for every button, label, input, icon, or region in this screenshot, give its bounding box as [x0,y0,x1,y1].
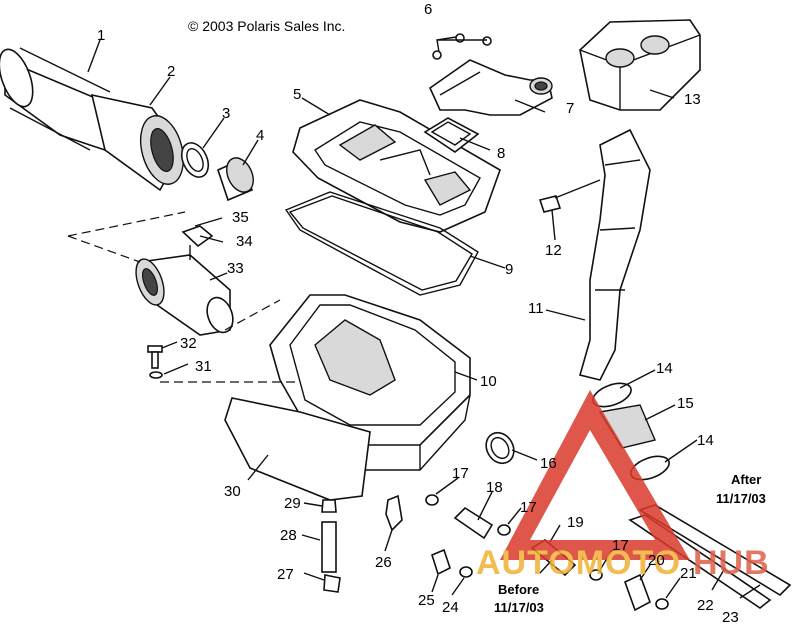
callout-5: 5 [293,86,301,103]
callout-labels: 1 2 3 4 5 6 7 8 9 10 11 12 13 14 14 15 1… [97,1,739,625]
drain-tube-assembly [321,499,341,593]
after-note-line2: 11/17/03 [716,491,766,506]
hose-20 [624,573,651,612]
clip-12 [538,195,562,213]
callout-35: 35 [232,209,249,226]
callout-7: 7 [566,100,574,117]
throttle-body-adapter [135,254,234,336]
bolt-32 [147,345,163,369]
pre-filter-sleeve [90,93,185,192]
callout-27: 27 [277,566,294,583]
small-clamp-24 [459,566,473,578]
hose-clamp-16 [485,431,515,465]
airbox-base [269,294,471,471]
callout-12: 12 [545,242,562,259]
callout-16: 16 [540,455,557,472]
small-clamp-17a [425,494,439,506]
callout-28: 28 [280,527,297,544]
callout-22: 22 [697,597,714,614]
small-clamp-21 [655,598,669,610]
airbox-lid [292,99,501,233]
group-line-throttle-lower [67,235,141,263]
callout-11: 11 [528,300,544,317]
callout-29: 29 [284,495,301,512]
small-clamp-17b [497,524,511,536]
plug-25 [431,548,451,576]
hose-18 [453,506,494,540]
callout-26: 26 [375,554,392,571]
intake-duct-11 [579,128,651,381]
callout-31: 31 [195,358,212,375]
callout-15: 15 [677,395,694,412]
watermark-text-b: HUB [693,544,770,582]
washer-31 [149,371,163,379]
callout-32: 32 [180,335,197,352]
watermark-triangle-icon [500,390,690,560]
intake-snorkel [428,59,553,116]
lid-screws-6 [432,33,492,60]
callout-24: 24 [442,599,459,616]
airbox-seal [284,191,479,296]
before-note-line2: 11/17/03 [494,600,544,615]
callout-30: 30 [224,483,241,500]
revision-notes: After 11/17/03 Before 11/17/03 [494,472,766,615]
callout-2: 2 [167,63,175,80]
callout-23: 23 [722,609,739,625]
callout-13: 13 [684,91,701,108]
group-line-adapter [224,299,281,331]
callout-33: 33 [227,260,244,277]
callout-17c: 17 [612,537,629,554]
leader-lines [87,39,761,599]
callout-21: 21 [680,565,697,582]
copyright-text: © 2003 Polaris Sales Inc. [188,18,345,34]
callout-10: 10 [480,373,497,390]
callout-4: 4 [256,127,264,144]
foam-pad [224,397,371,501]
callout-6: 6 [424,1,432,18]
callout-9: 9 [505,261,513,278]
snorkel-gasket [423,117,480,153]
watermark: AUTOMOTO HUB [476,390,770,582]
callout-18: 18 [486,479,503,496]
after-note-line1: After [731,472,761,487]
hose-clamp-3 [180,142,210,178]
intake-cover-13 [579,19,701,111]
sensor-34 [181,225,214,260]
watermark-text-a: AUTOMOTO [476,544,681,582]
callout-3: 3 [222,105,230,122]
callout-17a: 17 [452,465,469,482]
callout-20: 20 [648,552,665,569]
elbow-fitting-26 [385,494,403,532]
callout-34: 34 [236,233,253,250]
callout-1: 1 [97,27,105,44]
before-note-line1: Before [498,582,539,597]
small-clamp-17c [589,569,603,581]
callout-8: 8 [497,145,505,162]
callout-25: 25 [418,592,435,609]
callout-17b: 17 [520,499,537,516]
callout-19: 19 [567,514,584,531]
callout-14b: 14 [697,432,714,449]
callout-14a: 14 [656,360,673,377]
group-line-throttle [67,211,186,237]
coupler-ring-4 [217,157,254,202]
